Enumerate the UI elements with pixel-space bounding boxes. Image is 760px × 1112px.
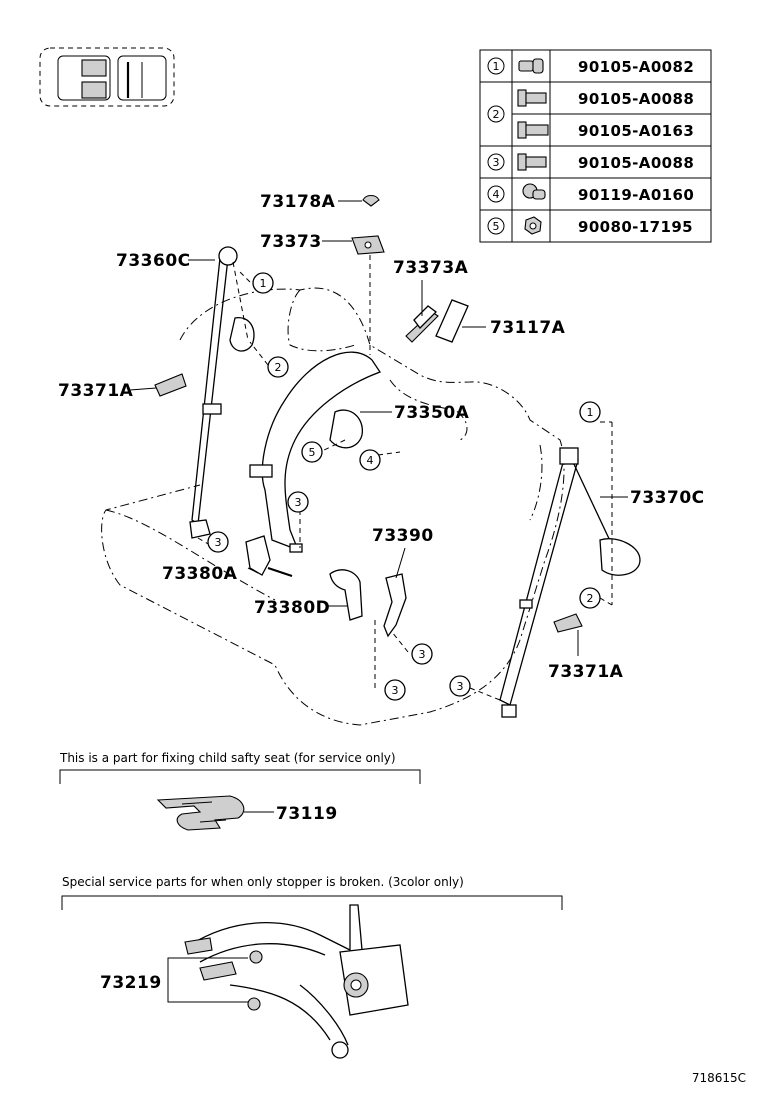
- hex-bolt-long-icon: [517, 121, 549, 139]
- label-73373: 73373: [260, 232, 322, 252]
- part-73380D: [329, 569, 363, 621]
- right-seat-belt: [499, 447, 641, 718]
- svg-text:2: 2: [275, 361, 282, 374]
- part-73373: [351, 235, 385, 255]
- table-call: 1: [493, 60, 500, 73]
- label-73178A: 73178A: [260, 192, 336, 212]
- table-row: 4 90119-A0160: [487, 183, 694, 204]
- svg-text:4: 4: [367, 454, 374, 467]
- callout-3: 3: [449, 675, 471, 697]
- stopper-assembly: [184, 904, 409, 1059]
- label-73371A-right: 73371A: [548, 662, 624, 682]
- table-part-number: 90105-A0088: [578, 90, 694, 108]
- table-row: 5 90080-17195: [487, 216, 693, 236]
- svg-text:1: 1: [260, 277, 267, 290]
- hex-bolt-icon: [517, 89, 547, 107]
- callout-3: 3: [411, 643, 433, 665]
- table-part-number: 90105-A0163: [578, 122, 694, 140]
- callout-circles: 1 2 5 4 3 3 1 2: [207, 272, 601, 701]
- hex-bolt-icon: [517, 153, 547, 171]
- label-73380D: 73380D: [254, 598, 330, 618]
- label-73360C: 73360C: [116, 251, 191, 271]
- label-73119: 73119: [276, 804, 338, 824]
- child-seat-section: This is a part for fixing child safty se…: [59, 751, 421, 831]
- svg-text:3: 3: [457, 680, 464, 693]
- svg-text:2: 2: [587, 592, 594, 605]
- svg-text:3: 3: [419, 648, 426, 661]
- table-call: 3: [493, 156, 500, 169]
- callout-1: 1: [252, 272, 274, 294]
- part-73380A: [245, 535, 293, 577]
- table-part-number: 90119-A0160: [578, 186, 694, 204]
- vehicle-locator-icon: [39, 47, 175, 107]
- label-73370C: 73370C: [630, 488, 705, 508]
- label-73371A-left: 73371A: [58, 381, 134, 401]
- svg-text:5: 5: [309, 446, 316, 459]
- table-call: 4: [493, 188, 500, 201]
- label-73373A: 73373A: [393, 258, 469, 278]
- left-seat-belt: [189, 246, 255, 546]
- leader-lines: [129, 200, 628, 701]
- part-73178A: [362, 194, 380, 207]
- diagram-id: 718615C: [692, 1071, 746, 1085]
- bolt-table: 1 90105-A0082 2 90105-A0088 90105-A0163: [479, 49, 712, 243]
- part-labels: 73178A 73373 73373A 73117A 73360C 73371A…: [58, 192, 705, 682]
- table-part-number: 90080-17195: [578, 218, 693, 236]
- part-73390: [383, 573, 407, 638]
- callout-5: 5: [301, 441, 323, 463]
- part-73371A-left: [154, 373, 187, 397]
- stopper-note: Special service parts for when only stop…: [62, 875, 464, 889]
- callout-4: 4: [359, 449, 381, 471]
- table-row: 90105-A0163: [517, 121, 694, 140]
- callout-3: 3: [287, 491, 309, 513]
- label-73117A: 73117A: [490, 318, 566, 338]
- callout-3: 3: [384, 679, 406, 701]
- svg-text:1: 1: [587, 406, 594, 419]
- svg-text:3: 3: [295, 496, 302, 509]
- table-row: 2 90105-A0088: [487, 89, 694, 123]
- callout-3: 3: [207, 531, 229, 553]
- table-call: 5: [493, 220, 500, 233]
- label-73380A: 73380A: [162, 564, 238, 584]
- svg-text:3: 3: [215, 536, 222, 549]
- nut-icon: [524, 216, 542, 235]
- child-seat-note: This is a part for fixing child safty se…: [59, 751, 396, 765]
- svg-text:3: 3: [392, 684, 399, 697]
- callout-2: 2: [579, 587, 601, 609]
- label-73390: 73390: [372, 526, 434, 546]
- callout-1: 1: [579, 401, 601, 423]
- label-73219: 73219: [100, 973, 162, 993]
- table-row: 1 90105-A0082: [487, 57, 694, 76]
- flange-bolt-icon: [518, 58, 544, 74]
- rear-seat-outline: [101, 287, 565, 726]
- part-73373A: [405, 305, 439, 343]
- stud-bolt-icon: [522, 183, 546, 200]
- table-part-number: 90105-A0082: [578, 58, 694, 76]
- table-call: 2: [493, 108, 500, 121]
- callout-2: 2: [267, 356, 289, 378]
- part-73119: [156, 795, 245, 831]
- part-73371A-right: [553, 613, 583, 633]
- table-part-number: 90105-A0088: [578, 154, 694, 172]
- label-73350A: 73350A: [394, 403, 470, 423]
- center-seat-belt: [249, 351, 381, 553]
- table-row: 3 90105-A0088: [487, 153, 694, 172]
- part-73117A: [435, 299, 469, 343]
- stopper-section: Special service parts for when only stop…: [61, 875, 563, 1059]
